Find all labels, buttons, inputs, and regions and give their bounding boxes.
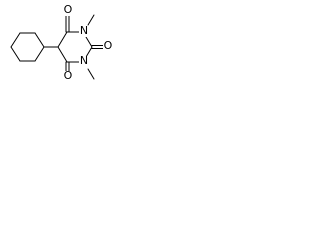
bond-n-methyl-top: [87, 14, 95, 26]
atom-n-bottom: N: [79, 54, 89, 67]
structure-diagram: O N O N O: [0, 0, 126, 83]
bond-c6-c5: [57, 46, 68, 63]
molecule-drawing: O N O N O: [10, 3, 113, 82]
atom-n-bottom-label: N: [80, 54, 88, 67]
atom-n-top-label: N: [80, 24, 88, 37]
cyclohexane-ring: [10, 32, 45, 62]
atom-o-bottom-label: O: [64, 69, 73, 82]
bond-cy1: [10, 32, 21, 48]
atom-o-top-label: O: [64, 3, 73, 16]
bond-n-methyl-bottom: [87, 68, 95, 80]
bond-cy3: [34, 32, 45, 48]
carbonyl-right: [91, 45, 104, 49]
bond-c5-c4: [57, 31, 68, 48]
atom-o-top: O: [63, 3, 73, 16]
carbonyl-bottom: [65, 61, 70, 73]
carbonyl-top: [65, 14, 70, 33]
atom-n-top: N: [79, 24, 89, 37]
atom-o-right: O: [103, 39, 113, 52]
atom-o-bottom: O: [63, 69, 73, 82]
atom-o-right-label: O: [104, 39, 113, 52]
bond-cy4: [34, 46, 45, 62]
bond-cy6: [10, 46, 21, 62]
